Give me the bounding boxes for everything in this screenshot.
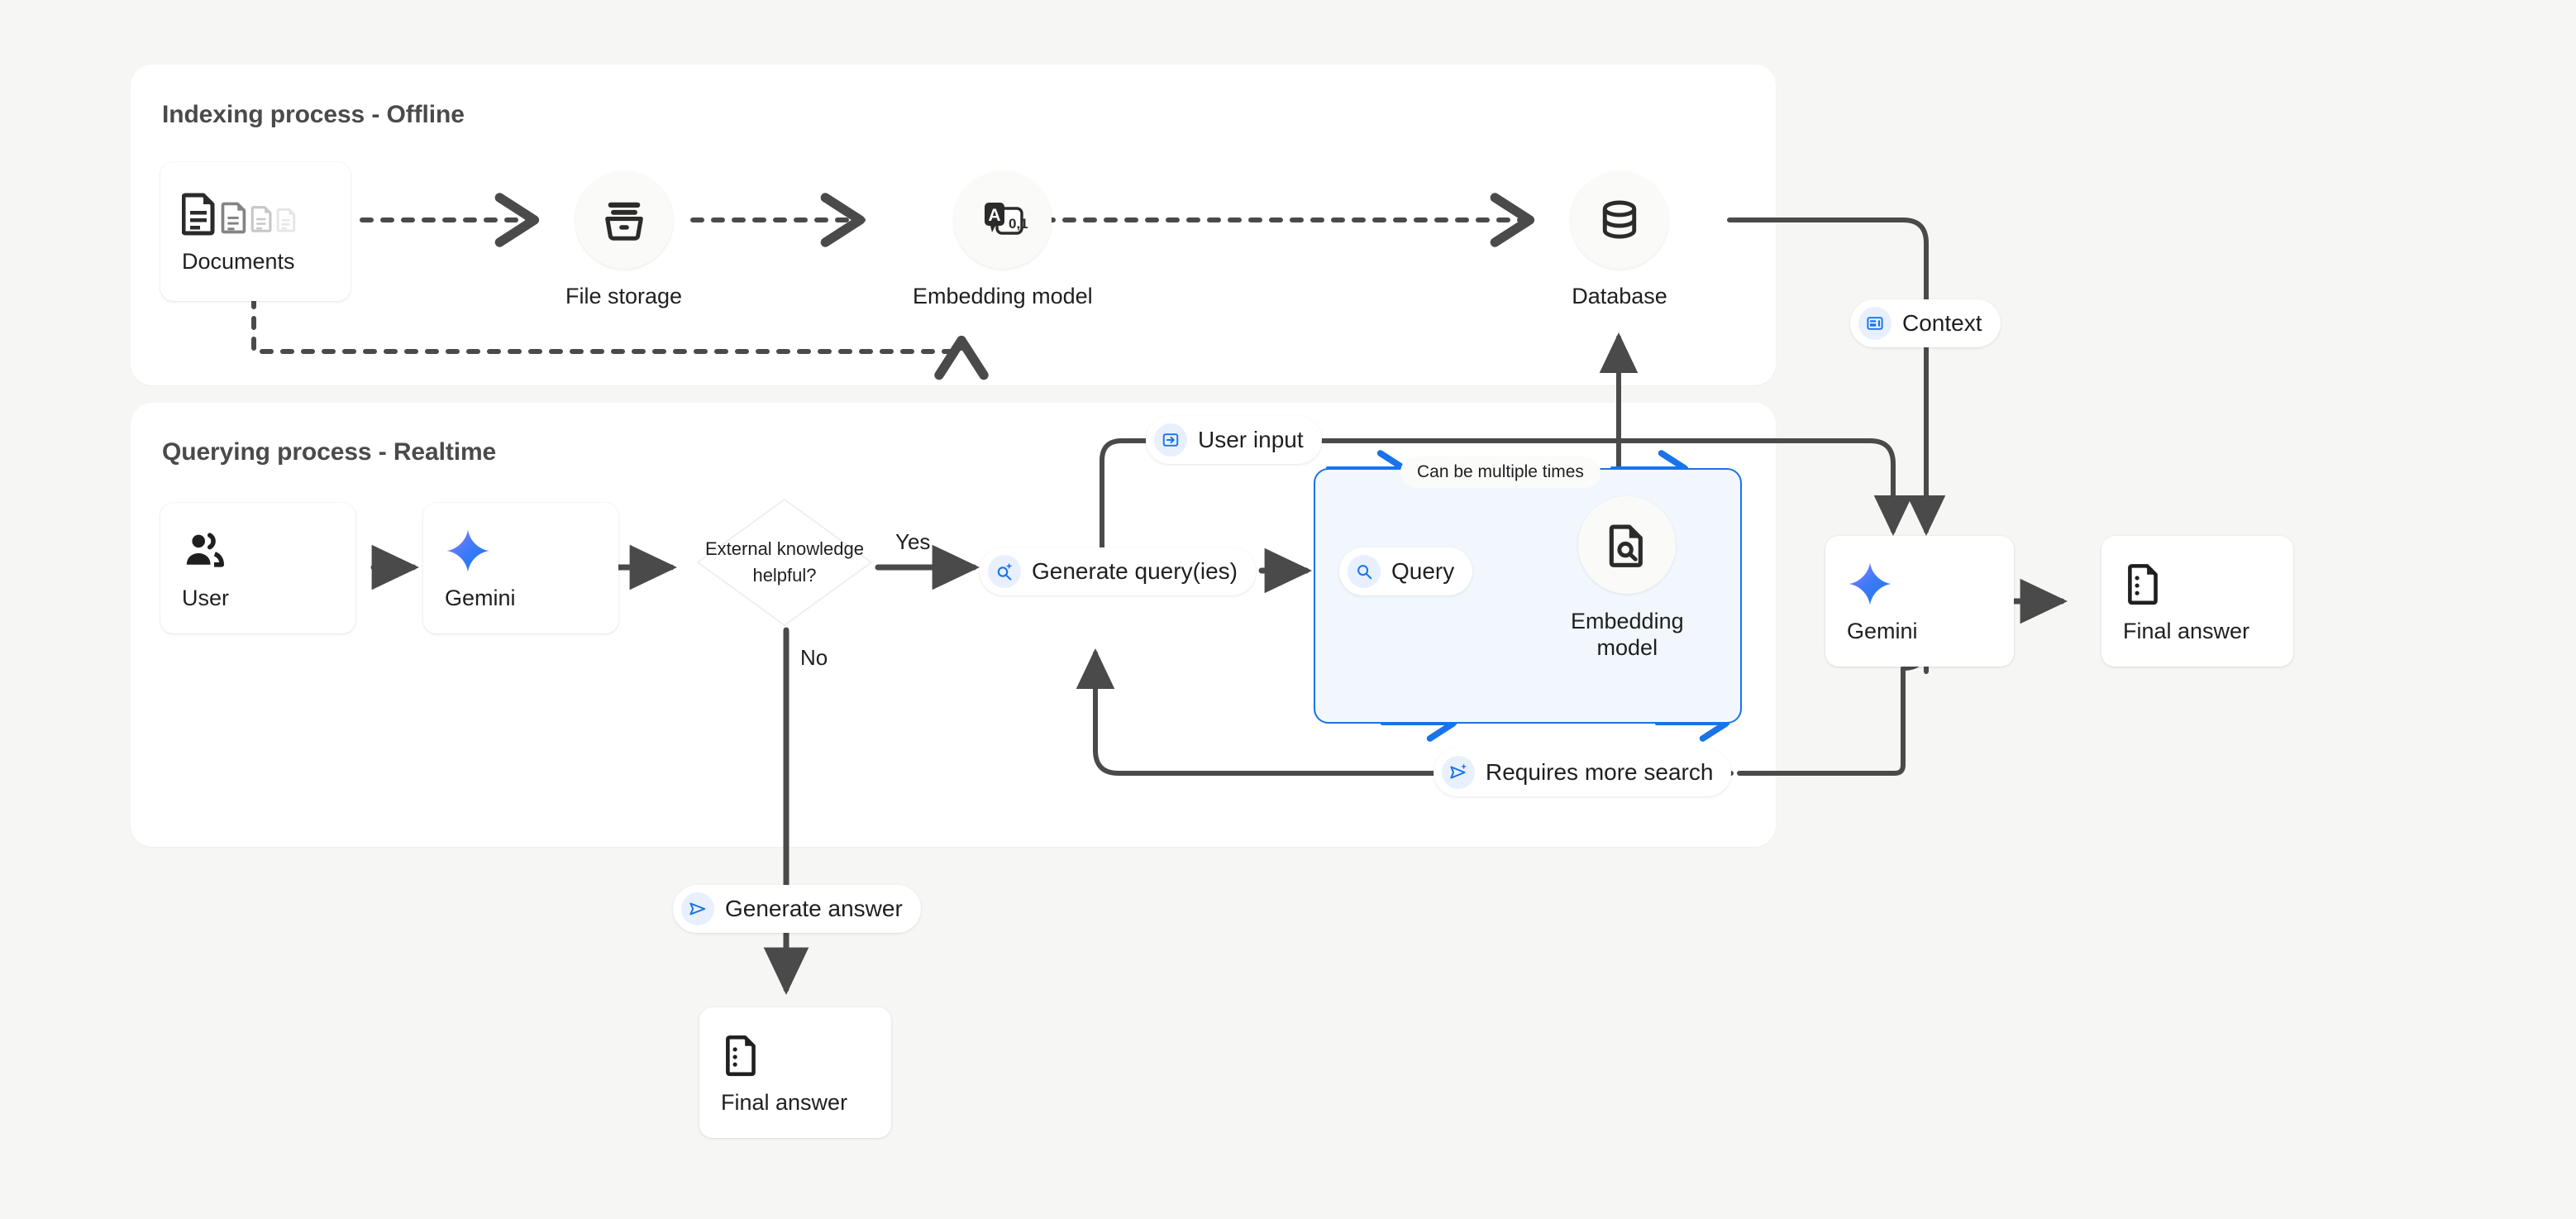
node-decision-label: External knowledge helpful? <box>704 538 864 586</box>
chip-generate-answer[interactable]: Generate answer <box>673 885 921 933</box>
documents-icon <box>182 191 329 237</box>
svg-text:0,1: 0,1 <box>1009 216 1028 232</box>
input-arrow-icon <box>1154 423 1187 457</box>
chip-generate-answer-label: Generate answer <box>725 896 903 921</box>
gemini-sparkle-icon <box>445 528 597 574</box>
note-can-be-multiple-times: Can be multiple times <box>1400 457 1600 488</box>
edge-label-no: No <box>800 645 828 670</box>
gemini-sparkle-icon <box>1847 561 1992 607</box>
node-database-label: Database <box>1572 284 1667 308</box>
search-icon <box>1348 555 1381 588</box>
node-documents[interactable]: Documents <box>160 162 351 301</box>
node-final-answer-right[interactable]: Final answer <box>2101 536 2293 667</box>
send-sparkle-icon <box>1442 756 1475 789</box>
answer-doc-icon <box>2123 561 2272 607</box>
node-final-answer-right-label: Final answer <box>2123 618 2250 643</box>
search-sparkle-icon <box>988 555 1021 588</box>
archive-icon <box>575 171 673 269</box>
node-final-answer-bottom-label: Final answer <box>721 1089 848 1115</box>
send-icon <box>681 892 714 925</box>
chip-generate-queries-label: Generate query(ies) <box>1032 558 1238 584</box>
people-icon <box>182 528 334 574</box>
node-file-storage[interactable]: File storage <box>565 171 682 310</box>
node-documents-label: Documents <box>182 248 295 274</box>
answer-doc-icon <box>721 1032 870 1078</box>
chip-context-label: Context <box>1902 310 1982 336</box>
node-user-label: User <box>182 585 230 610</box>
svg-text:A: A <box>988 206 1000 225</box>
node-final-answer-bottom[interactable]: Final answer <box>699 1007 891 1138</box>
panel-querying-title: Querying process - Realtime <box>162 438 497 466</box>
node-user[interactable]: User <box>160 503 355 633</box>
node-gemini-right[interactable]: Gemini <box>1825 536 2014 667</box>
chip-requires-more-search-label: Requires more search <box>1486 759 1714 785</box>
document-search-icon <box>1578 496 1677 594</box>
context-window-icon <box>1858 307 1891 340</box>
panel-indexing-title: Indexing process - Offline <box>162 101 465 128</box>
chip-query[interactable]: Query <box>1339 547 1473 595</box>
chip-user-input[interactable]: User input <box>1146 416 1322 464</box>
chip-user-input-label: User input <box>1198 427 1304 452</box>
node-gemini-left-label: Gemini <box>445 585 516 610</box>
edge-label-yes: Yes <box>895 529 931 554</box>
chip-query-label: Query <box>1391 558 1455 584</box>
database-icon <box>1571 171 1668 269</box>
node-embedding-model-query-label: Embedding model <box>1571 609 1684 660</box>
node-gemini-left[interactable]: Gemini <box>423 503 618 633</box>
node-database[interactable]: Database <box>1571 171 1668 310</box>
chip-generate-queries[interactable]: Generate query(ies) <box>980 547 1257 595</box>
node-gemini-right-label: Gemini <box>1847 618 1918 643</box>
node-file-storage-label: File storage <box>565 284 683 308</box>
chip-requires-more-search[interactable]: Requires more search <box>1433 748 1732 796</box>
node-embedding-model-indexing-label: Embedding model <box>913 284 1093 308</box>
node-embedding-model-query[interactable]: Embedding model <box>1571 496 1684 662</box>
node-decision-external-knowledge[interactable]: External knowledge helpful? <box>694 496 875 629</box>
text-to-vector-icon: 0,1 A <box>953 171 1052 269</box>
chip-context[interactable]: Context <box>1850 299 2001 347</box>
node-embedding-model-indexing[interactable]: 0,1 A Embedding model <box>913 171 1093 310</box>
